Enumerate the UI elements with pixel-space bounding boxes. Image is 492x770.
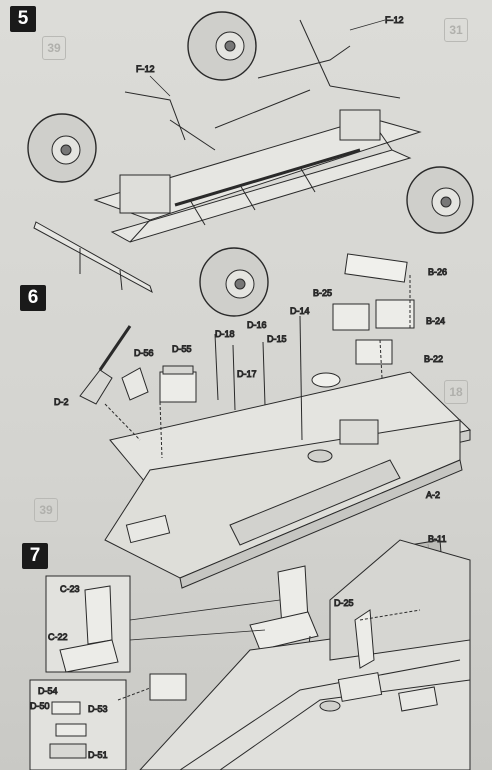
ghost-mark-top-left: 39 bbox=[42, 36, 66, 60]
wheel-rear-right bbox=[406, 166, 474, 234]
ghost-mark-top-right: 31 bbox=[444, 18, 468, 42]
label-b25: B-25 bbox=[313, 288, 332, 298]
label-d56: D-56 bbox=[134, 348, 154, 358]
step-6-badge: 6 bbox=[20, 285, 46, 311]
label-b22: B-22 bbox=[424, 354, 443, 364]
label-d25: D-25 bbox=[334, 598, 354, 608]
label-b11: B-11 bbox=[428, 534, 446, 544]
step6-hull-floor bbox=[79, 253, 472, 589]
label-f12-left: F-12 bbox=[136, 64, 155, 74]
step-7-badge: 7 bbox=[22, 543, 48, 569]
label-d18: D-18 bbox=[215, 329, 235, 339]
label-c23: C-23 bbox=[60, 584, 80, 594]
wheel-front-left bbox=[27, 113, 97, 183]
step-5-badge: 5 bbox=[10, 6, 36, 32]
label-c22: C-22 bbox=[48, 632, 68, 642]
label-d50: D-50 bbox=[30, 701, 50, 711]
label-d16: D-16 bbox=[247, 320, 267, 330]
wheel-rear-left bbox=[199, 247, 269, 317]
label-d51: D-51 bbox=[88, 750, 108, 760]
label-d55: D-55 bbox=[172, 344, 192, 354]
step7-interior bbox=[29, 539, 471, 770]
label-f12-top: F-12 bbox=[385, 15, 404, 25]
label-d17: D-17 bbox=[237, 369, 257, 379]
label-d2: D-2 bbox=[54, 397, 69, 407]
step5-chassis bbox=[27, 11, 474, 317]
label-d54: D-54 bbox=[38, 686, 58, 696]
label-d15: D-15 bbox=[267, 334, 287, 344]
ghost-mark-mid-left: 39 bbox=[34, 498, 58, 522]
label-d53: D-53 bbox=[88, 704, 108, 714]
label-a2: A-2 bbox=[426, 490, 440, 500]
wheel-front-right bbox=[187, 11, 257, 81]
label-d14: D-14 bbox=[290, 306, 310, 316]
ghost-mark-mid-right: 18 bbox=[444, 380, 468, 404]
label-b24: B-24 bbox=[426, 316, 445, 326]
label-b26: B-26 bbox=[428, 267, 447, 277]
